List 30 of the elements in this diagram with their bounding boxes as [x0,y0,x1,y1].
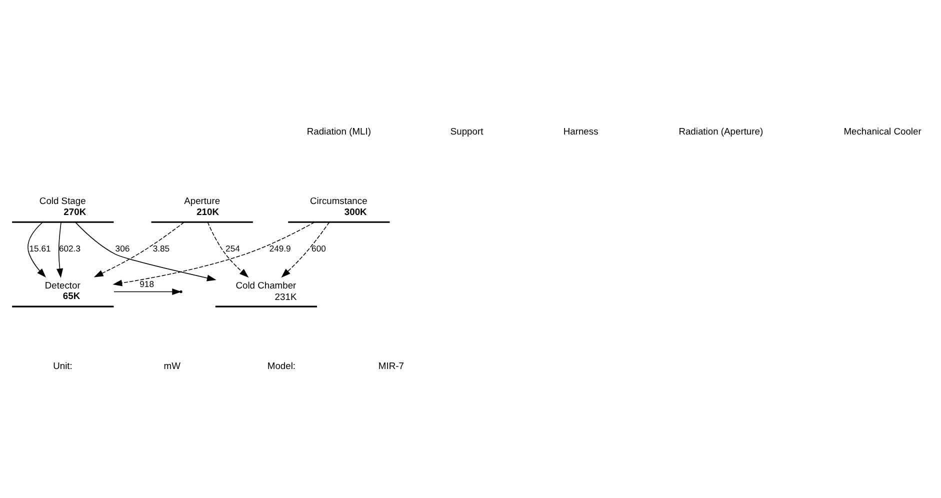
arrow [281,221,330,278]
label: MIR-7 [378,360,404,371]
arrow [94,221,185,277]
edge-label: 3.85 [152,243,170,254]
edge-label: 306 [115,243,130,254]
edge-label: 602.3 [58,243,80,254]
arrow [207,221,249,278]
label: Model: [267,360,296,371]
label: Unit: [53,360,72,371]
node-text: Circumstance 300K [310,195,368,216]
arrow [114,288,182,295]
node-text: Cold Stage 270K [39,195,86,216]
label: Radiation (Aperture) [678,126,764,136]
edge-label: 15.61 [29,243,51,254]
edge-label: 600 [312,243,326,254]
arrow [28,221,46,278]
arrow [56,221,64,278]
arrow [74,221,216,281]
node-text: Cold Chamber 231K [236,280,297,302]
label: Harness [563,126,598,136]
edge-label: 254 [226,243,240,254]
edge-label: 249.9 [269,243,291,254]
node-text: Aperture 210K [184,195,220,216]
edge-label: 918 [140,278,154,288]
label: Mechanical Cooler [844,126,922,136]
arrow [112,221,315,286]
node-text: Detector 65K [44,280,80,301]
label: Support [450,126,484,136]
label: mW [164,360,180,371]
label: Radiation (MLI) [306,126,371,136]
